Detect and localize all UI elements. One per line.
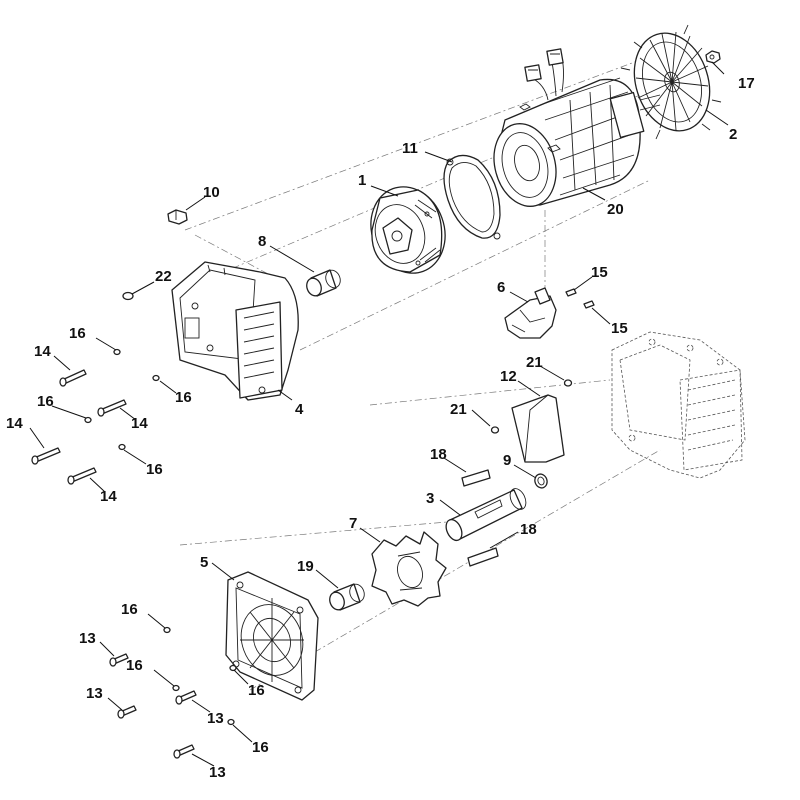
part-1-motor-flange (370, 186, 446, 274)
part-19-bushing (329, 583, 365, 611)
part-6-bracket (504, 287, 557, 339)
callout-16-g: 16 (248, 682, 265, 699)
callout-11: 11 (402, 140, 418, 157)
callout-13-a: 13 (79, 630, 96, 647)
part-15-screws (565, 288, 595, 309)
callout-9: 9 (503, 452, 511, 469)
callout-16-f: 16 (126, 657, 143, 674)
callout-14-a: 14 (34, 343, 51, 360)
callout-7: 7 (349, 515, 357, 532)
callout-13-d: 13 (209, 764, 226, 781)
part-5-cover-plate (225, 571, 319, 701)
callout-5: 5 (200, 554, 208, 571)
callout-14-c: 14 (6, 415, 23, 432)
part-7-impeller (371, 531, 447, 607)
callout-16-c: 16 (37, 393, 54, 410)
callout-16-d: 16 (146, 461, 163, 478)
callout-20: 20 (607, 201, 624, 218)
part-16-washers (84, 348, 237, 726)
callout-4: 4 (295, 401, 304, 418)
part-12-valve (511, 394, 565, 463)
callout-16-h: 16 (252, 739, 269, 756)
callout-10: 10 (203, 184, 220, 201)
callout-12: 12 (500, 368, 517, 385)
callout-21-b: 21 (450, 401, 467, 418)
part-18-keys (461, 469, 499, 567)
callout-19: 19 (297, 558, 314, 575)
callout-1: 1 (358, 172, 366, 189)
callout-14-d: 14 (100, 488, 117, 505)
callout-16-b: 16 (175, 389, 192, 406)
callout-18-a: 18 (430, 446, 447, 463)
callout-21-a: 21 (526, 354, 543, 371)
callout-22: 22 (155, 268, 172, 285)
callout-3: 3 (426, 490, 434, 507)
part-11-gasket (443, 154, 501, 240)
part-14-bolts (31, 369, 127, 485)
callout-labels: 1 2 3 4 5 6 7 8 9 10 11 12 13 13 13 13 1… (6, 75, 755, 781)
callout-8: 8 (258, 233, 266, 250)
callout-17: 17 (738, 75, 755, 92)
leader-lines (29, 61, 729, 767)
part-3-shaft (445, 488, 527, 542)
callout-16-e: 16 (121, 601, 138, 618)
part-8-bushing (306, 269, 341, 297)
ghost-assembly (611, 331, 746, 479)
part-17-nut (705, 50, 721, 64)
part-21-o-rings (490, 379, 573, 434)
part-9-ring (534, 473, 548, 489)
assembly-lines (179, 59, 661, 691)
part-13-bolts (109, 653, 197, 759)
callout-14-b: 14 (131, 415, 148, 432)
callout-15-a: 15 (591, 264, 608, 281)
callout-15-b: 15 (611, 320, 628, 337)
callout-13-b: 13 (86, 685, 103, 702)
callout-2: 2 (729, 126, 737, 143)
part-4-pump-housing (171, 261, 299, 401)
callout-13-c: 13 (207, 710, 224, 727)
part-20-motor-housing (493, 48, 661, 207)
callout-18-b: 18 (520, 521, 537, 538)
callout-6: 6 (497, 279, 505, 296)
callout-16-a: 16 (69, 325, 86, 342)
part-22-o-ring (122, 291, 134, 301)
part-10-screw (167, 209, 188, 225)
